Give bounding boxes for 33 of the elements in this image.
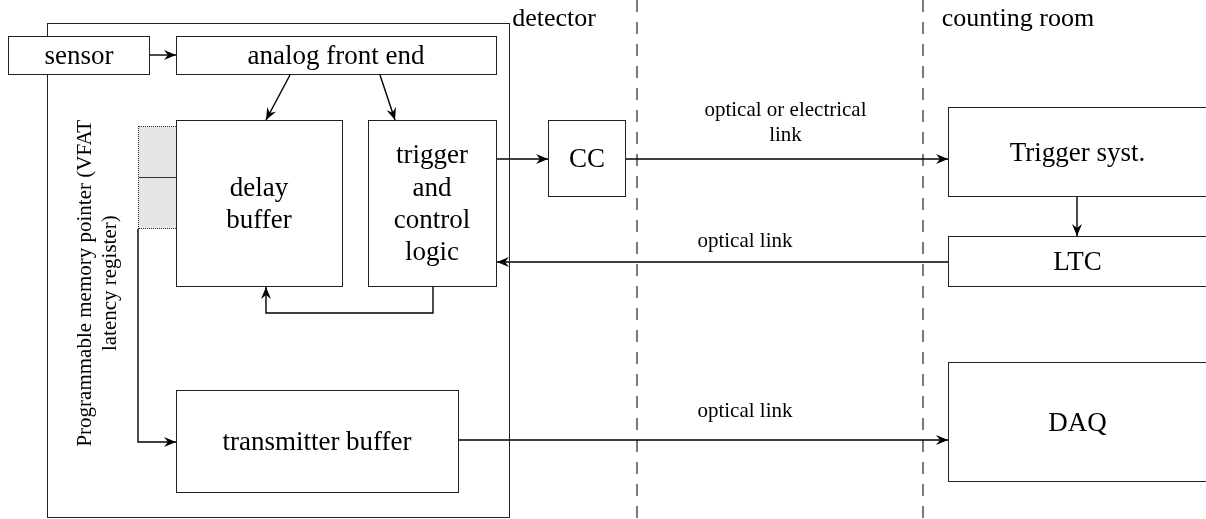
block-label: Trigger syst.	[1009, 135, 1146, 169]
arrow	[496, 154, 549, 164]
block-label: delay buffer	[225, 170, 293, 236]
block-box	[948, 362, 1206, 482]
arrow	[625, 154, 949, 164]
block-box	[367, 119, 497, 287]
block-label: sensor	[44, 39, 114, 72]
arrow	[379, 74, 396, 121]
block-box	[175, 35, 497, 75]
block-label: LTC	[1053, 245, 1102, 278]
block-label: analog front end	[247, 38, 425, 72]
block-box	[948, 107, 1206, 197]
region-label: counting room	[940, 2, 1096, 34]
arrow	[261, 286, 434, 314]
memory-pointer-register	[137, 125, 176, 229]
block-label: transmitter buffer	[222, 424, 412, 458]
block-label: trigger and control logic	[392, 138, 472, 268]
block-box	[548, 120, 626, 197]
arrow	[265, 74, 291, 121]
arrow	[149, 50, 177, 60]
block-label: CC	[569, 142, 605, 175]
block-box	[175, 119, 343, 287]
register-label: Programmable memory pointer (VFAT latency register)	[72, 118, 123, 449]
region-label: detector	[511, 2, 597, 34]
chip-block-outline	[47, 23, 510, 518]
block-box	[175, 389, 459, 493]
block-box	[948, 236, 1206, 287]
block-label: DAQ	[1048, 405, 1107, 439]
block-box	[8, 36, 150, 75]
arrow	[458, 435, 949, 445]
arrow	[1072, 196, 1082, 237]
arrow	[137, 228, 177, 447]
arrow	[496, 257, 949, 267]
